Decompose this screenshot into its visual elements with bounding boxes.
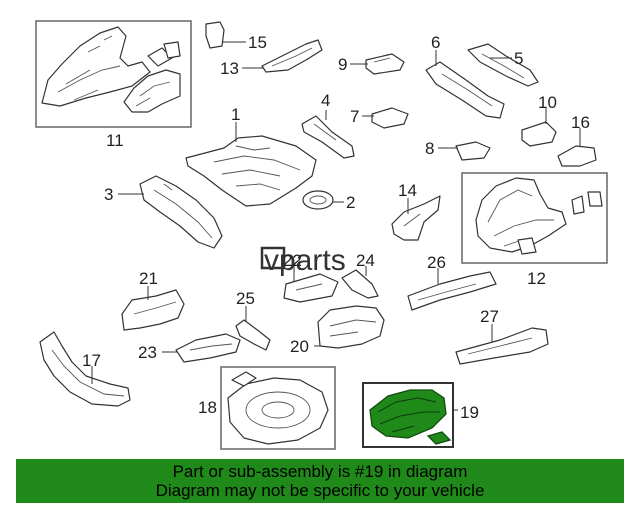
callout-25: 25 xyxy=(236,289,255,308)
group-box-19 xyxy=(362,382,454,448)
callout-12: 12 xyxy=(527,269,546,288)
part-3[interactable] xyxy=(139,175,223,249)
callout-17: 17 xyxy=(82,351,101,370)
part-17[interactable] xyxy=(39,331,131,407)
part-25[interactable] xyxy=(235,319,271,351)
group-box-12 xyxy=(461,172,608,264)
part-13[interactable] xyxy=(261,39,323,73)
banner-line-1: Part or sub-assembly is #19 in diagram xyxy=(172,462,468,481)
callout-18: 18 xyxy=(198,398,217,417)
callout-19: 19 xyxy=(460,403,479,422)
part-7[interactable] xyxy=(371,107,409,129)
part-26[interactable] xyxy=(407,271,497,311)
callout-16: 16 xyxy=(571,113,590,132)
part-22[interactable] xyxy=(283,273,339,303)
callout-20: 20 xyxy=(290,337,309,356)
callout-13: 13 xyxy=(220,59,239,78)
callout-3: 3 xyxy=(104,185,113,204)
part-1[interactable] xyxy=(185,135,317,207)
part-8[interactable] xyxy=(455,141,491,161)
part-4[interactable] xyxy=(301,115,355,159)
callout-27: 27 xyxy=(480,307,499,326)
group-box-18 xyxy=(220,366,336,450)
watermark-logo: vparts xyxy=(260,244,346,277)
callout-23: 23 xyxy=(138,343,157,362)
callout-5: 5 xyxy=(514,49,523,68)
callout-1: 1 xyxy=(231,105,240,124)
callout-6: 6 xyxy=(431,33,440,52)
part-19-highlighted[interactable] xyxy=(369,389,452,445)
callout-2: 2 xyxy=(346,193,355,212)
part-23[interactable] xyxy=(175,333,241,363)
callout-11: 11 xyxy=(106,131,124,150)
part-14[interactable] xyxy=(391,195,441,241)
callout-15: 15 xyxy=(248,33,267,52)
group-box-11 xyxy=(35,20,192,128)
part-21[interactable] xyxy=(121,289,185,331)
callout-24: 24 xyxy=(356,251,375,270)
part-9[interactable] xyxy=(365,53,405,75)
part-18-spare-wheel-well[interactable] xyxy=(227,371,329,445)
info-banner: Part or sub-assembly is #19 in diagram D… xyxy=(16,459,624,503)
part-11-assembly[interactable] xyxy=(41,26,181,113)
part-2[interactable] xyxy=(302,190,334,210)
part-27[interactable] xyxy=(455,327,549,365)
callout-21: 21 xyxy=(139,269,158,288)
part-6[interactable] xyxy=(425,61,505,119)
part-15[interactable] xyxy=(205,21,225,49)
callout-7: 7 xyxy=(350,107,359,126)
callout-22: 22 xyxy=(283,251,302,270)
part-12-assembly[interactable] xyxy=(475,177,603,255)
part-10[interactable] xyxy=(521,121,557,147)
callout-10: 10 xyxy=(538,93,557,112)
callout-8: 8 xyxy=(425,139,434,158)
part-20[interactable] xyxy=(317,305,385,349)
watermark-text: vparts xyxy=(264,244,346,277)
banner-line-2: Diagram may not be specific to your vehi… xyxy=(155,481,485,500)
callout-4: 4 xyxy=(321,91,330,110)
part-24[interactable] xyxy=(341,269,379,299)
part-16[interactable] xyxy=(557,145,597,167)
callout-9: 9 xyxy=(338,55,347,74)
callout-26: 26 xyxy=(427,253,446,272)
callout-14: 14 xyxy=(398,181,417,200)
